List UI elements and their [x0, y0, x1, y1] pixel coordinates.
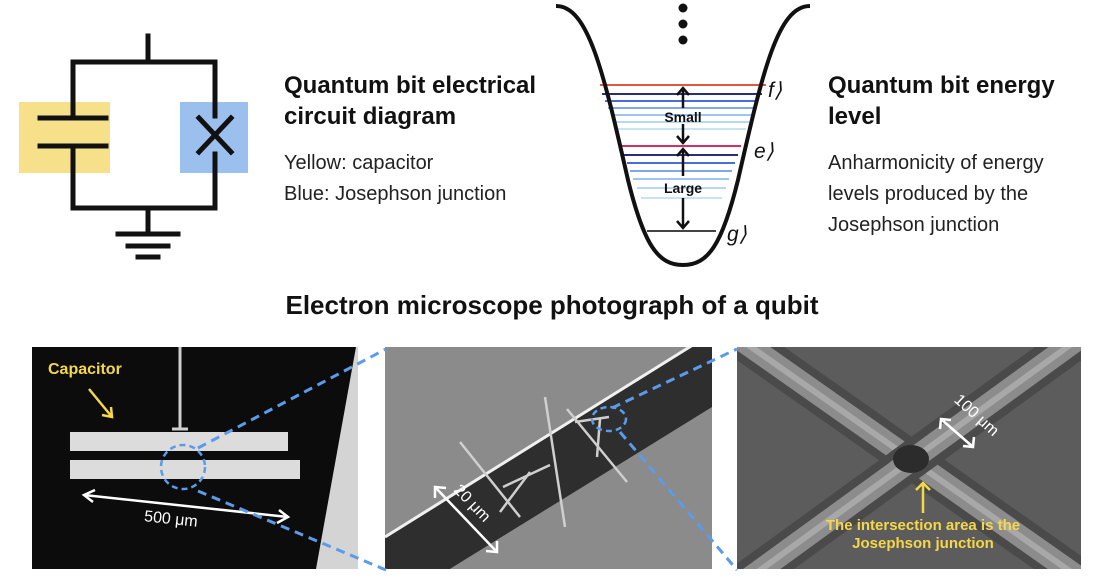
junction-cross-b: [195, 114, 235, 156]
arrow-small: [676, 86, 690, 145]
potential-well: [555, 4, 811, 268]
qubit-circuit-diagram: [19, 33, 248, 260]
photo-junction-closeup: 100 μm The intersection area is the Jose…: [737, 347, 1081, 569]
legend-blue: Blue: Josephson junction: [284, 183, 507, 205]
label-large: Large: [664, 180, 702, 196]
state-f-label: f⟩: [768, 79, 782, 102]
state-g-label: g⟩: [727, 223, 747, 246]
energy-title: Quantum bit energy level: [828, 72, 1055, 130]
circuit-title: Quantum bit electrical circuit diagram: [284, 72, 537, 130]
energy-description: Anharmonicity of energy levels produced …: [828, 152, 1044, 236]
capacitor-highlight: [19, 102, 110, 173]
label-small: Small: [664, 109, 701, 125]
ellipsis-dots: [678, 3, 688, 45]
photo-qubit-overview: Capacitor 500 μm: [32, 347, 358, 569]
junction-zoom-circle-2: [590, 405, 628, 433]
pointer-arrow-capacitor: [88, 388, 114, 419]
energy-levels: [600, 84, 766, 232]
pointer-arrow-junction: [915, 481, 931, 513]
arrow-20um: [433, 485, 499, 554]
capacitor-pad-bottom: [70, 460, 300, 479]
arrow-100um: [938, 417, 976, 449]
state-e-label: e⟩: [754, 140, 774, 163]
arrow-large: [676, 147, 690, 230]
capacitor-pad-top: [70, 432, 288, 451]
junction-caption: The intersection area is the Josephson j…: [825, 517, 1021, 552]
energy-level-diagram: Small Large f⟩ e⟩ g⟩: [555, 3, 811, 268]
junction-overlap: [893, 445, 929, 473]
photo-junction-zoom: 20 μm: [385, 347, 712, 569]
capacitor-label: Capacitor: [48, 361, 122, 378]
junction-zoom-circle-1: [159, 443, 207, 491]
microscope-section-title: Electron microscope photograph of a qubi…: [285, 290, 819, 320]
circuit-legend: Yellow: capacitor Blue: Josephson juncti…: [284, 148, 506, 210]
legend-yellow: Yellow: capacitor: [284, 152, 434, 174]
